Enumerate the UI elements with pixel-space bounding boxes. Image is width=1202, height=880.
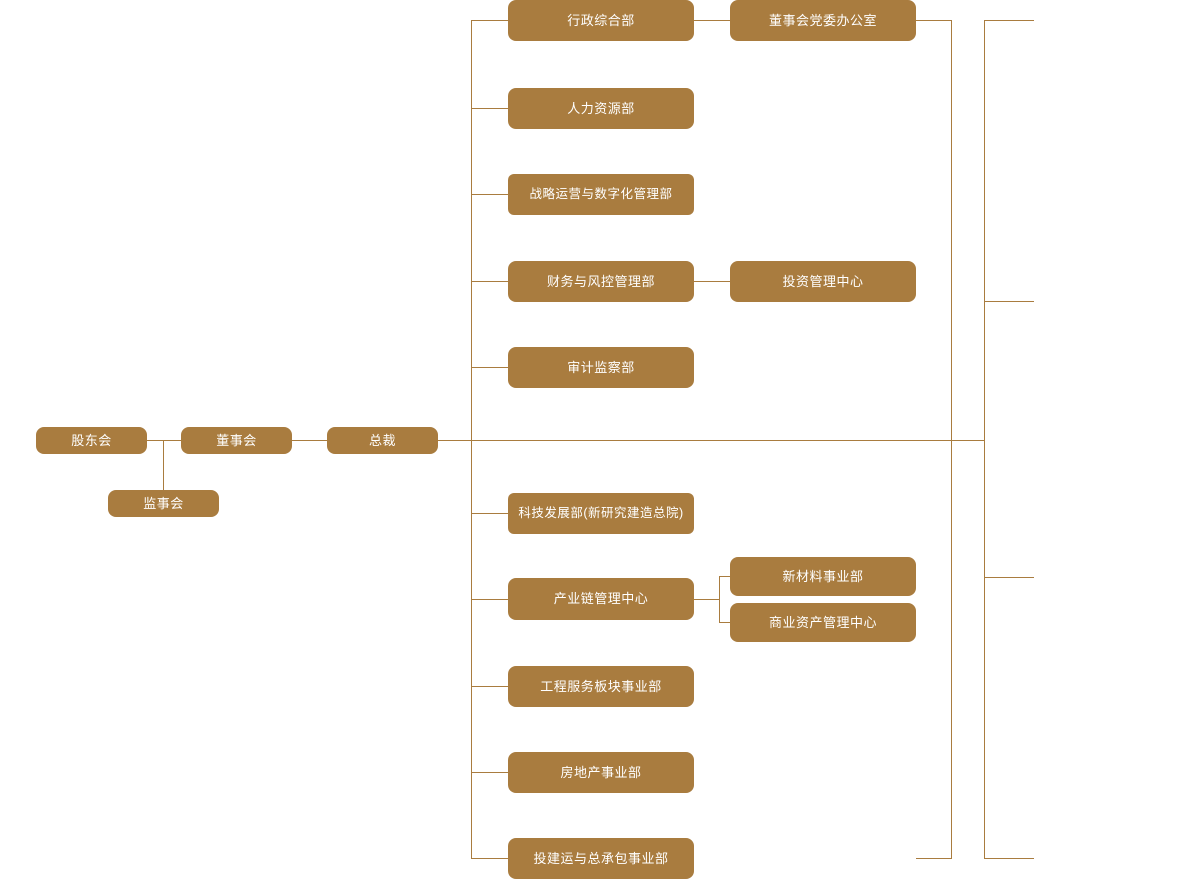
node-president[interactable]: 总裁 <box>327 427 438 454</box>
connector-supervisors-vertical <box>163 440 164 504</box>
node-unit-engineering-services[interactable]: 工程服务板块事业部 <box>508 666 694 707</box>
node-dept-human-resources[interactable]: 人力资源部 <box>508 88 694 129</box>
connector-branch-strategy <box>471 194 508 195</box>
node-dept-finance-risk[interactable]: 财务与风控管理部 <box>508 261 694 302</box>
node-shareholders[interactable]: 股东会 <box>36 427 147 454</box>
connector-admin-to-board-office <box>694 20 731 21</box>
connector-board-to-president <box>292 440 328 441</box>
connector-industry-chain-bracket <box>719 576 720 623</box>
connector-right-bracket-outer-mid-upper <box>984 301 1034 302</box>
connector-branch-technology <box>471 513 508 514</box>
node-unit-new-materials[interactable]: 新材料事业部 <box>730 557 916 596</box>
connector-to-commercial-assets <box>719 622 731 623</box>
node-dept-administration[interactable]: 行政综合部 <box>508 0 694 41</box>
connector-branch-industry-chain <box>471 599 508 600</box>
node-investment-management-center[interactable]: 投资管理中心 <box>730 261 916 302</box>
connector-right-bracket-outer-mid-lower <box>984 577 1034 578</box>
connector-industry-chain-stem <box>694 599 720 600</box>
connector-branch-epc <box>471 858 508 859</box>
connector-branch-admin <box>471 20 508 21</box>
connector-president-trunk <box>438 440 984 441</box>
connector-right-bracket-inner <box>951 20 952 859</box>
node-unit-technology-development[interactable]: 科技发展部(新研究建造总院) <box>508 493 694 534</box>
connector-shareholders-to-board <box>147 440 183 441</box>
connector-right-bracket-inner-top <box>916 20 952 21</box>
node-dept-audit-supervision[interactable]: 审计监察部 <box>508 347 694 388</box>
node-unit-commercial-asset-center[interactable]: 商业资产管理中心 <box>730 603 916 642</box>
connector-branch-realestate <box>471 772 508 773</box>
connector-branch-hr <box>471 108 508 109</box>
connector-branch-engineering <box>471 686 508 687</box>
node-unit-industry-chain-center[interactable]: 产业链管理中心 <box>508 578 694 620</box>
node-supervisors[interactable]: 监事会 <box>108 490 219 517</box>
connector-right-bracket-outer-bottom <box>984 858 1034 859</box>
connector-main-spine <box>471 20 472 859</box>
node-dept-strategy-digital[interactable]: 战略运营与数字化管理部 <box>508 174 694 215</box>
node-unit-real-estate[interactable]: 房地产事业部 <box>508 752 694 793</box>
connector-right-bracket-inner-bottom <box>916 858 952 859</box>
connector-to-new-materials <box>719 576 731 577</box>
node-unit-investment-construction-epc[interactable]: 投建运与总承包事业部 <box>508 838 694 879</box>
node-board[interactable]: 董事会 <box>181 427 292 454</box>
connector-finance-to-investment <box>694 281 731 282</box>
connector-branch-finance <box>471 281 508 282</box>
connector-right-bracket-outer-top <box>984 20 1034 21</box>
connector-right-bracket-outer <box>984 20 985 859</box>
connector-branch-audit <box>471 367 508 368</box>
node-board-party-office[interactable]: 董事会党委办公室 <box>730 0 916 41</box>
